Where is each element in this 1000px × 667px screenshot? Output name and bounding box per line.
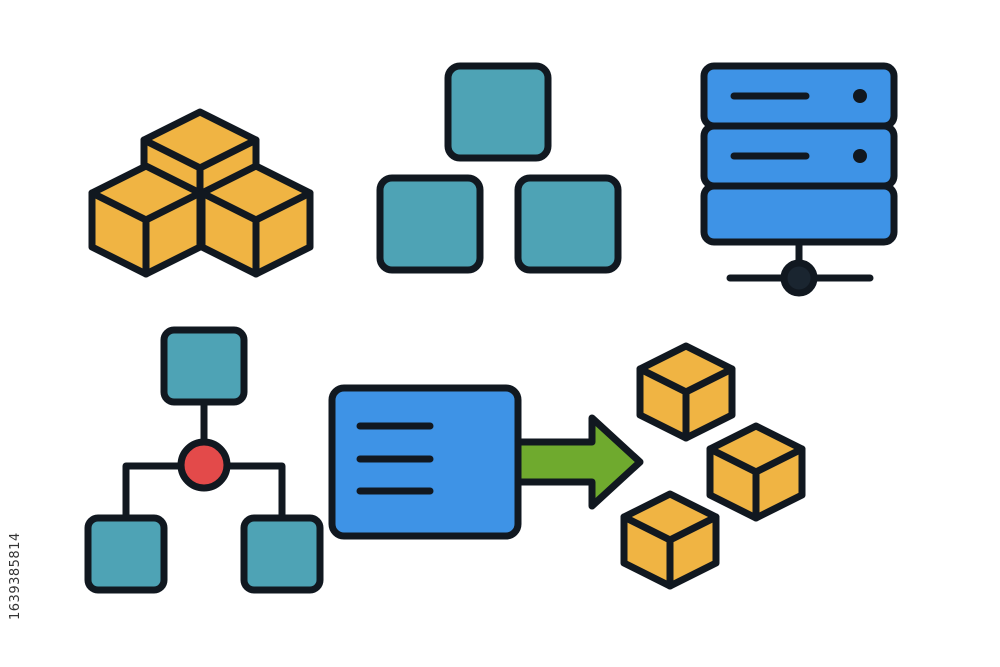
cube-icon	[198, 162, 314, 278]
server-led	[853, 89, 867, 103]
cube-stack-icon	[88, 108, 314, 278]
document-to-blocks-icon	[328, 342, 806, 590]
network-hub	[780, 259, 818, 297]
server-led	[853, 149, 867, 163]
tree-link	[224, 462, 286, 524]
tree-node-root	[160, 326, 248, 406]
cube-icon	[636, 342, 736, 442]
cube-icon	[706, 422, 806, 522]
tree-node-left	[84, 514, 168, 594]
tree-link	[122, 462, 184, 524]
arrow-right-icon	[514, 414, 644, 510]
cube-right-face	[666, 513, 720, 590]
cube-icon	[88, 162, 204, 278]
server-unit-bottom	[700, 182, 898, 246]
cube-icon	[620, 490, 720, 590]
block-bottom-right	[514, 174, 622, 274]
tree-node-right	[240, 514, 324, 594]
cube-right-face	[252, 189, 314, 278]
cube-right-face	[752, 445, 806, 522]
block-group-icon	[376, 62, 622, 274]
cube-right-face	[682, 365, 736, 442]
server-network-icon	[700, 62, 898, 297]
hierarchy-tree-icon	[84, 326, 324, 594]
tree-junction-node	[177, 438, 231, 492]
block-bottom-left	[376, 174, 484, 274]
stock-id-text: 1639385814	[8, 532, 23, 620]
block-top	[444, 62, 552, 162]
